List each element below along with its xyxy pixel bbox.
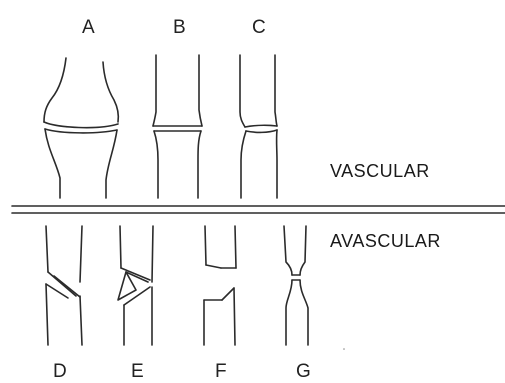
label-f: F bbox=[215, 362, 227, 381]
bone-d bbox=[46, 226, 82, 345]
label-b: B bbox=[173, 18, 186, 37]
label-e: E bbox=[131, 362, 144, 381]
label-c: C bbox=[252, 18, 266, 37]
label-d: D bbox=[53, 362, 67, 381]
bone-f bbox=[204, 226, 236, 345]
label-a: A bbox=[82, 18, 95, 37]
divider-line bbox=[12, 206, 505, 213]
bone-b bbox=[153, 55, 202, 198]
bone-a bbox=[44, 58, 118, 198]
bone-c bbox=[240, 55, 277, 198]
category-vascular: VASCULAR bbox=[330, 162, 430, 180]
category-avascular: AVASCULAR bbox=[330, 232, 441, 250]
bone-e bbox=[118, 226, 153, 345]
bone-g bbox=[284, 226, 308, 345]
label-g: G bbox=[296, 362, 311, 381]
